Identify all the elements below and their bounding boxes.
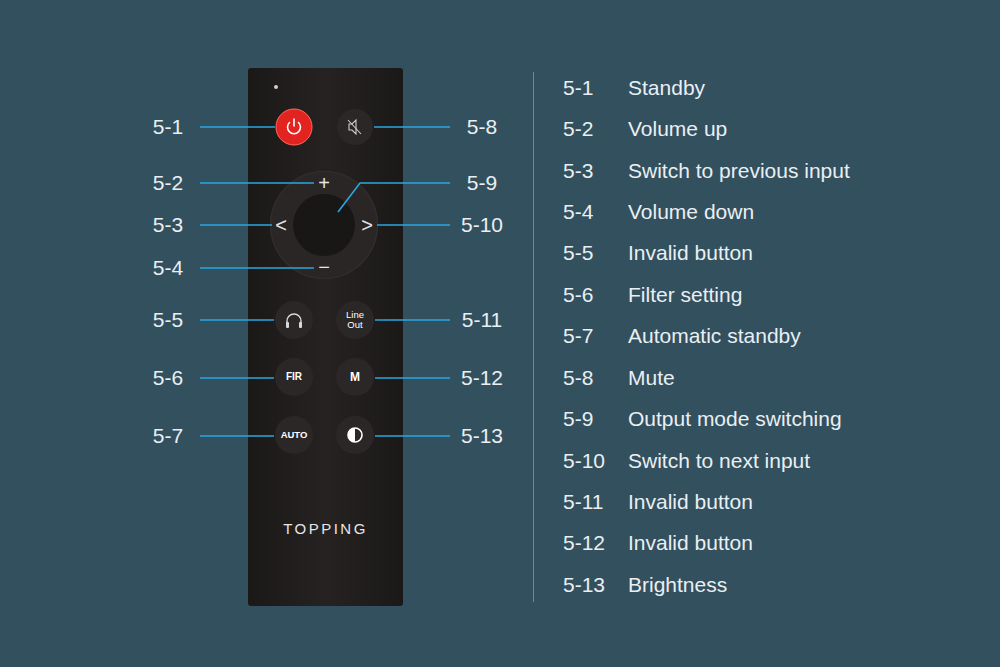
table-code: 5-6 xyxy=(563,283,593,307)
button-text: Line Out xyxy=(342,310,368,330)
callout-number: 5-9 xyxy=(467,171,497,195)
table-description: Output mode switching xyxy=(628,407,842,431)
table-description: Switch to previous input xyxy=(628,159,850,183)
remote-button: FIR xyxy=(275,358,313,396)
button-text: AUTO xyxy=(281,430,308,440)
callout-number: 5-8 xyxy=(467,115,497,139)
table-description: Switch to next input xyxy=(628,449,810,473)
callout-number: 5-6 xyxy=(153,366,183,390)
callout-number: 5-12 xyxy=(461,366,503,390)
table-description: Brightness xyxy=(628,573,727,597)
callout-number: 5-5 xyxy=(153,308,183,332)
table-description: Volume down xyxy=(628,200,754,224)
table-description: Invalid button xyxy=(628,241,753,265)
direction-mark: − xyxy=(318,257,330,277)
direction-mark: + xyxy=(318,173,330,193)
table-description: Mute xyxy=(628,366,675,390)
remote-body: TOPPING + < > − Line OutFIR M AUTO xyxy=(248,68,403,606)
table-code: 5-2 xyxy=(563,117,593,141)
table-description: Automatic standby xyxy=(628,324,801,348)
table-code: 5-8 xyxy=(563,366,593,390)
callout-number: 5-2 xyxy=(153,171,183,195)
callout-number: 5-1 xyxy=(153,115,183,139)
table-description: Standby xyxy=(628,76,705,100)
table-code: 5-9 xyxy=(563,407,593,431)
remote-button: Line Out xyxy=(336,301,374,339)
table-code: 5-4 xyxy=(563,200,593,224)
callout-number: 5-13 xyxy=(461,424,503,448)
table-code: 5-13 xyxy=(563,573,605,597)
button-text: M xyxy=(350,371,360,384)
table-code: 5-12 xyxy=(563,531,605,555)
table-code: 5-1 xyxy=(563,76,593,100)
callout-number: 5-3 xyxy=(153,213,183,237)
callout-number: 5-10 xyxy=(461,213,503,237)
table-code: 5-5 xyxy=(563,241,593,265)
table-description: Invalid button xyxy=(628,490,753,514)
navigation-ring: + < > − xyxy=(270,171,378,279)
table-code: 5-3 xyxy=(563,159,593,183)
remote-button: M xyxy=(336,358,374,396)
table-description: Volume up xyxy=(628,117,727,141)
direction-mark: < xyxy=(275,215,287,235)
brand-name: TOPPING xyxy=(248,520,403,537)
table-description: Invalid button xyxy=(628,531,753,555)
callout-number: 5-7 xyxy=(153,424,183,448)
direction-mark: > xyxy=(361,215,373,235)
button-text: FIR xyxy=(286,372,302,383)
callout-number: 5-4 xyxy=(153,256,183,280)
center-button xyxy=(293,194,355,256)
table-code: 5-7 xyxy=(563,324,593,348)
remote-button: AUTO xyxy=(275,416,313,454)
callout-number: 5-11 xyxy=(462,308,502,332)
table-code: 5-11 xyxy=(563,490,603,514)
table-description: Filter setting xyxy=(628,283,742,307)
table-code: 5-10 xyxy=(563,449,605,473)
